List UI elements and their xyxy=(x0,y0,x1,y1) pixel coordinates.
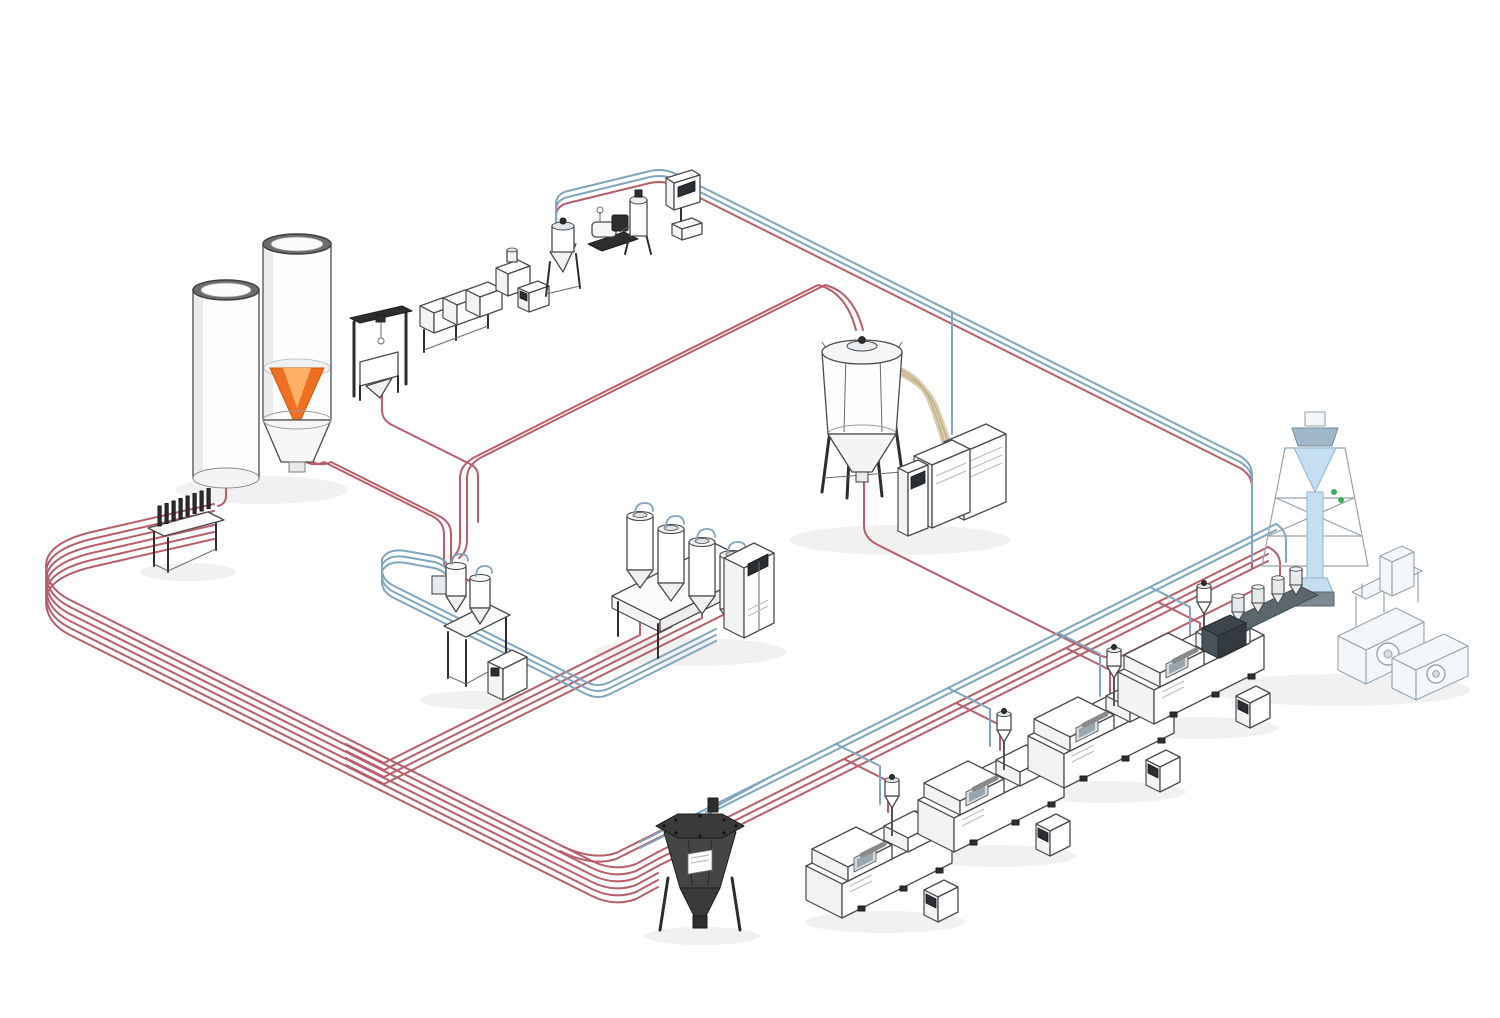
coupling-tubes xyxy=(157,488,211,527)
status-light-green xyxy=(1331,489,1337,495)
winder-2 xyxy=(1391,633,1469,701)
dryer-unit xyxy=(897,423,1007,537)
twin-hopper-station xyxy=(431,553,528,701)
vacuum-blower xyxy=(587,206,639,252)
big-bag-unloader xyxy=(349,305,413,401)
station-control-cabinet xyxy=(723,542,775,639)
extruder-hopper xyxy=(1289,566,1303,597)
injection-molding-machine-4 xyxy=(1118,581,1270,729)
film-bubble-column xyxy=(1306,491,1324,579)
vac-branch-imm3 xyxy=(1057,632,1101,697)
twin-hopper-1 xyxy=(445,553,469,613)
blown-film-line xyxy=(1200,411,1469,701)
extruder-hopper xyxy=(1271,575,1285,606)
vac-filmdrop xyxy=(1275,523,1287,563)
pipe-bigbag-out xyxy=(381,393,479,523)
winder-1 xyxy=(1337,607,1425,685)
vac-branch-imm1 xyxy=(835,743,881,805)
receiver-cylinder xyxy=(431,575,447,595)
drying-hopper-a xyxy=(626,502,654,589)
drying-hopper-large xyxy=(820,336,955,500)
nip-rolls xyxy=(1291,427,1339,447)
mixing-silo xyxy=(655,797,745,932)
control-panel xyxy=(665,169,703,241)
dryer-control-cabinet xyxy=(897,459,929,537)
vacuum-hopper-loader xyxy=(545,217,581,297)
pipe-branch-imm1 xyxy=(843,758,889,813)
vac-branch-dryer xyxy=(933,302,953,435)
station-floor-box xyxy=(487,649,528,701)
container-3 xyxy=(465,281,503,318)
coupling-station xyxy=(147,488,225,573)
dust-filter xyxy=(619,189,652,255)
vac-branch-imm4 xyxy=(1149,586,1191,643)
octabin-station xyxy=(419,281,503,353)
dosing-units xyxy=(495,247,550,313)
pipe-silo-rear-out xyxy=(217,477,227,507)
drying-hopper-c xyxy=(688,528,716,615)
film-extruder-hoppers xyxy=(1200,566,1320,659)
vac-branch-imm2 xyxy=(947,687,991,747)
dosing-unit-2 xyxy=(517,280,550,313)
central-drying-station xyxy=(611,502,775,659)
pipe-branch-imm2 xyxy=(955,702,1001,751)
pipe-trunk-filmdrop xyxy=(1267,546,1281,583)
collapsing-film xyxy=(1293,447,1337,494)
vacuum-pipes xyxy=(381,169,1287,849)
drying-hopper-b xyxy=(657,515,685,602)
extruder-hopper xyxy=(1231,593,1245,624)
extruder-hopper xyxy=(1251,584,1265,615)
status-light-green xyxy=(1338,497,1344,503)
film-cabinet xyxy=(1379,545,1415,597)
twin-hopper-2 xyxy=(469,565,493,625)
storage-silo-rear xyxy=(192,279,260,489)
haul-off-motor xyxy=(1304,411,1326,427)
storage-silo-front xyxy=(262,233,332,473)
silo-top-fitting xyxy=(707,797,719,813)
